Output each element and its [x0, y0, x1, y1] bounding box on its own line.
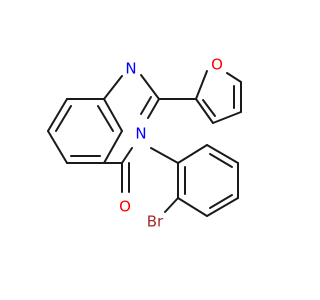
bromine-atom-label: Br	[147, 213, 164, 231]
bond	[177, 197, 208, 217]
bond	[177, 144, 208, 164]
nitrogen-atom-label: N	[125, 60, 136, 78]
bond	[47, 130, 68, 164]
bond	[150, 147, 179, 164]
bond	[140, 74, 160, 100]
bond	[195, 98, 214, 124]
double-bond-inner	[55, 105, 72, 132]
bond	[226, 72, 242, 83]
double-bond-inner	[140, 96, 152, 115]
double-bond-inner	[202, 99, 216, 117]
bond	[103, 130, 123, 164]
double-bond-inner	[209, 153, 233, 168]
bond	[206, 144, 239, 164]
atom-label-group: N N O O Br	[119, 56, 223, 231]
carbonyl-oxygen-label: O	[119, 198, 131, 216]
bond	[121, 147, 133, 164]
bond	[206, 197, 239, 217]
nitrogen-atom-label: N	[135, 125, 146, 143]
bond-group	[47, 70, 242, 217]
bond	[195, 70, 208, 100]
bond	[164, 197, 179, 213]
molecule-canvas: N N O O Br	[47, 55, 242, 231]
furan-oxygen-label: O	[211, 56, 223, 74]
double-bond-inner	[97, 105, 114, 132]
bond	[147, 98, 160, 119]
bond	[103, 75, 123, 100]
bond	[47, 98, 68, 132]
molecule-structure-diagram: N N O O Br	[47, 56, 242, 231]
bond	[212, 111, 242, 124]
bond	[103, 98, 123, 132]
double-bond-inner	[209, 194, 233, 209]
